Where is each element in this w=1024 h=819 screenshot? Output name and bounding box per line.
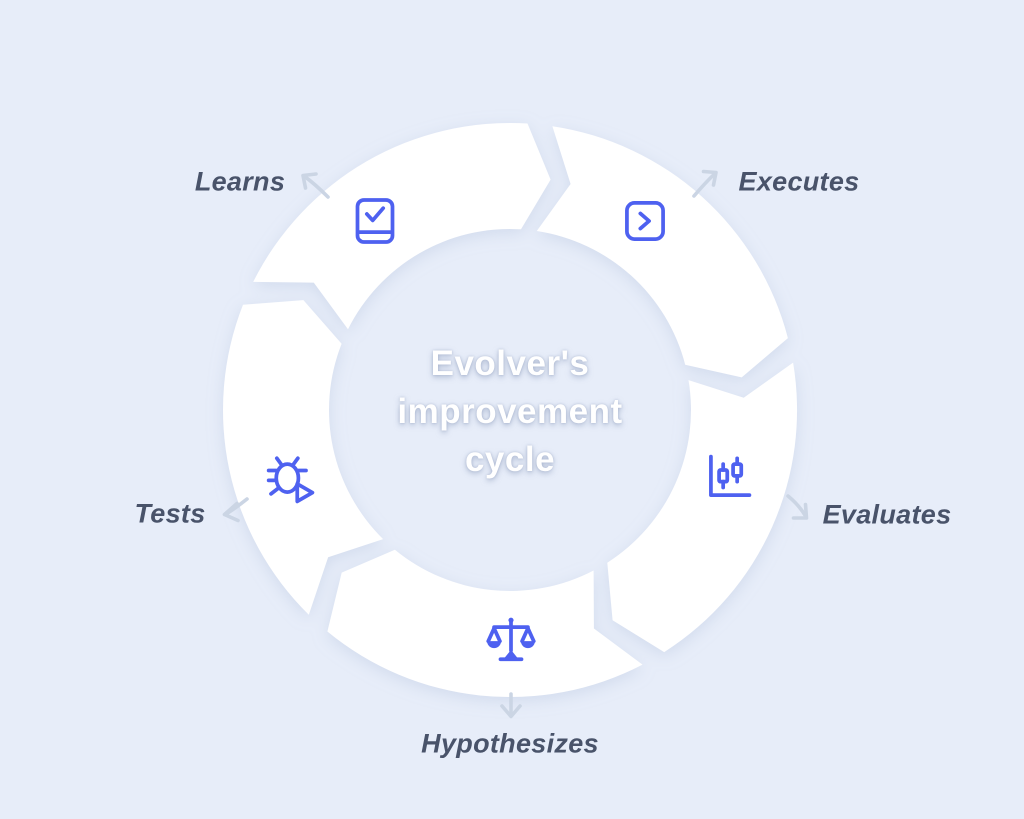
ring-segment-evaluates (607, 362, 798, 653)
bug-play-icon (264, 453, 320, 509)
evaluates-arrow (786, 494, 809, 520)
step-label-tests: Tests (134, 498, 206, 529)
cycle-title-line-1: Evolver's (430, 344, 590, 383)
ring-segment-executes (536, 126, 788, 378)
cycle-title: Evolver's improvement cycle (320, 340, 700, 484)
candlestick-chart-icon (701, 449, 757, 505)
ring-segment-hypothesizes (327, 549, 643, 698)
learns-arrow (301, 172, 330, 199)
ring-segment-tests (223, 300, 384, 615)
book-check-icon (347, 193, 403, 249)
hypothesizes-arrow (500, 692, 522, 719)
step-label-hypothesizes: Hypothesizes (421, 728, 599, 759)
step-label-executes: Executes (738, 166, 860, 197)
cycle-title-line-3: cycle (464, 440, 556, 479)
ring-segment-learns (253, 122, 551, 330)
flow-arrows (222, 169, 809, 719)
step-label-evaluates: Evaluates (822, 499, 952, 530)
code-run-icon (617, 193, 673, 249)
step-label-learns: Learns (194, 166, 286, 197)
tests-arrow (222, 497, 249, 523)
balance-scale-icon (483, 612, 539, 668)
cycle-title-line-2: improvement (397, 392, 623, 431)
executes-arrow (692, 169, 718, 198)
